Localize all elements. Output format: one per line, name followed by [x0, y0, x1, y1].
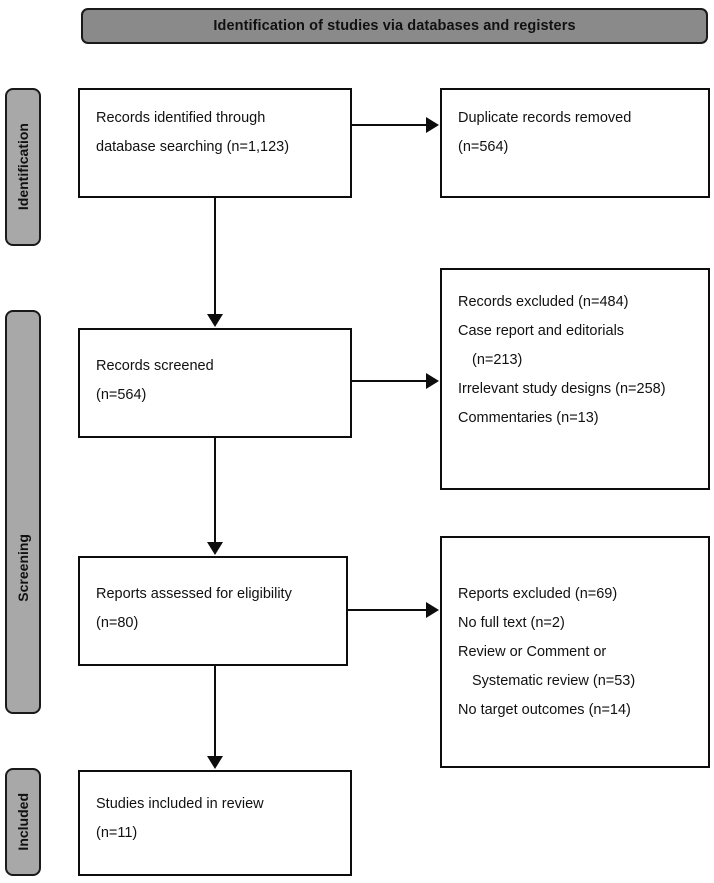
arrow-down-icon: [207, 314, 223, 327]
box-line: Case report and editorials: [458, 323, 625, 339]
connector-assessed-to-reports-excluded: [348, 609, 427, 611]
box-line: No target outcomes (n=14): [458, 702, 631, 718]
box-line: (n=564): [458, 139, 509, 155]
box-reports-assessed-for-eligibility: Reports assessed for eligibility (n=80): [78, 556, 348, 666]
arrow-right-icon: [426, 117, 439, 133]
box-line: Reports excluded (n=69): [458, 586, 618, 602]
stage-label-included: Included: [5, 768, 41, 876]
box-duplicate-records-removed: Duplicate records removed (n=564): [440, 88, 710, 198]
arrow-down-icon: [207, 542, 223, 555]
box-records-screened: Records screened (n=564): [78, 328, 352, 438]
box-line: Duplicate records removed: [458, 110, 632, 126]
box-line: database searching (n=1,123): [96, 139, 290, 155]
box-line: Systematic review (n=53): [472, 673, 636, 689]
box-line: Irrelevant study designs (n=258): [458, 381, 666, 397]
stage-label-identification: Identification: [5, 88, 41, 246]
box-records-excluded: Records excluded (n=484) Case report and…: [440, 268, 710, 490]
box-line: Records screened: [96, 358, 214, 374]
box-line: (n=80): [96, 615, 139, 631]
connector-screened-to-assessed: [214, 438, 216, 543]
box-line: No full text (n=2): [458, 615, 565, 631]
box-studies-included-in-review: Studies included in review (n=11): [78, 770, 352, 876]
box-line: (n=213): [472, 352, 523, 368]
box-line: Review or Comment or: [458, 644, 607, 660]
connector-identified-to-screened: [214, 198, 216, 315]
box-reports-excluded: Reports excluded (n=69) No full text (n=…: [440, 536, 710, 768]
stage-label-text: Identification: [15, 123, 31, 211]
stage-label-screening: Screening: [5, 310, 41, 714]
box-line: (n=564): [96, 387, 147, 403]
stage-label-text: Screening: [15, 534, 31, 602]
box-line: Studies included in review: [96, 796, 264, 812]
arrow-right-icon: [426, 602, 439, 618]
stage-label-text: Included: [15, 793, 31, 851]
connector-assessed-to-included: [214, 666, 216, 757]
box-line: Reports assessed for eligibility: [96, 586, 292, 602]
box-line: Records excluded (n=484): [458, 294, 629, 310]
box-records-identified: Records identified through database sear…: [78, 88, 352, 198]
box-line: (n=11): [96, 825, 138, 841]
box-line: Commentaries (n=13): [458, 410, 599, 426]
arrow-down-icon: [207, 756, 223, 769]
box-line: Records identified through: [96, 110, 266, 126]
connector-screened-to-excluded: [352, 380, 427, 382]
arrow-right-icon: [426, 373, 439, 389]
banner-title: Identification of studies via databases …: [213, 18, 576, 34]
connector-identified-to-duplicates: [352, 124, 427, 126]
diagram-header-banner: Identification of studies via databases …: [81, 8, 708, 44]
